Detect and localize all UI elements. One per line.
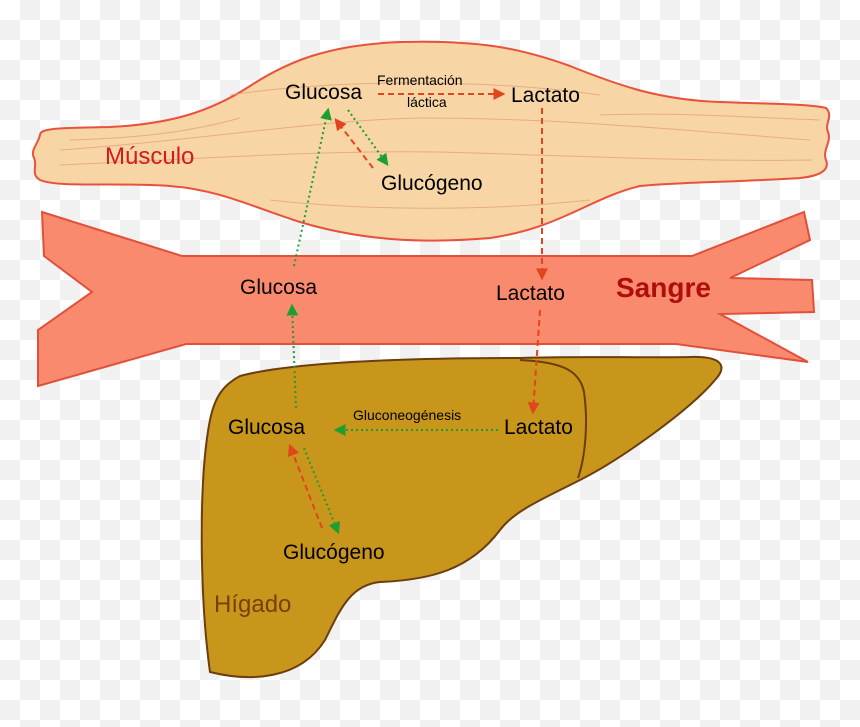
arrow-blood-lactate-to-liver xyxy=(527,309,541,415)
arrow-blood-glucose-to-muscle xyxy=(293,107,332,267)
muscle-process-line1: Fermentación xyxy=(377,72,463,88)
muscle-shape xyxy=(31,40,831,242)
arrow-liver-glucose-to-glycogen xyxy=(303,447,340,535)
liver-lactate-label: Lactato xyxy=(504,416,573,439)
arrow-liver-glycogen-to-glucose xyxy=(287,443,323,529)
arrow-liver-glucose-to-blood xyxy=(286,303,299,409)
liver-organ-label: Hígado xyxy=(214,591,291,618)
muscle-glucose-label: Glucosa xyxy=(285,81,362,104)
muscle-glycogen-label: Glucógeno xyxy=(381,172,483,195)
muscle-lactate-label: Lactato xyxy=(511,84,580,107)
blood-organ-label: Sangre xyxy=(616,272,711,303)
liver-glycogen-label: Glucógeno xyxy=(283,541,385,564)
muscle-organ-label: Músculo xyxy=(105,143,194,170)
liver-glucose-label: Glucosa xyxy=(228,416,305,439)
liver-shape xyxy=(200,355,723,679)
blood-lactate-label: Lactato xyxy=(496,282,565,305)
liver-process-label: Gluconeogénesis xyxy=(353,407,461,423)
arrow-muscle-glycogen-to-glucose xyxy=(334,118,374,169)
muscle-process-line2: láctica xyxy=(407,94,447,110)
blood-vessel-shape xyxy=(37,210,816,388)
arrow-muscle-glucose-to-glycogen xyxy=(347,109,389,166)
blood-glucose-label: Glucosa xyxy=(240,276,317,299)
